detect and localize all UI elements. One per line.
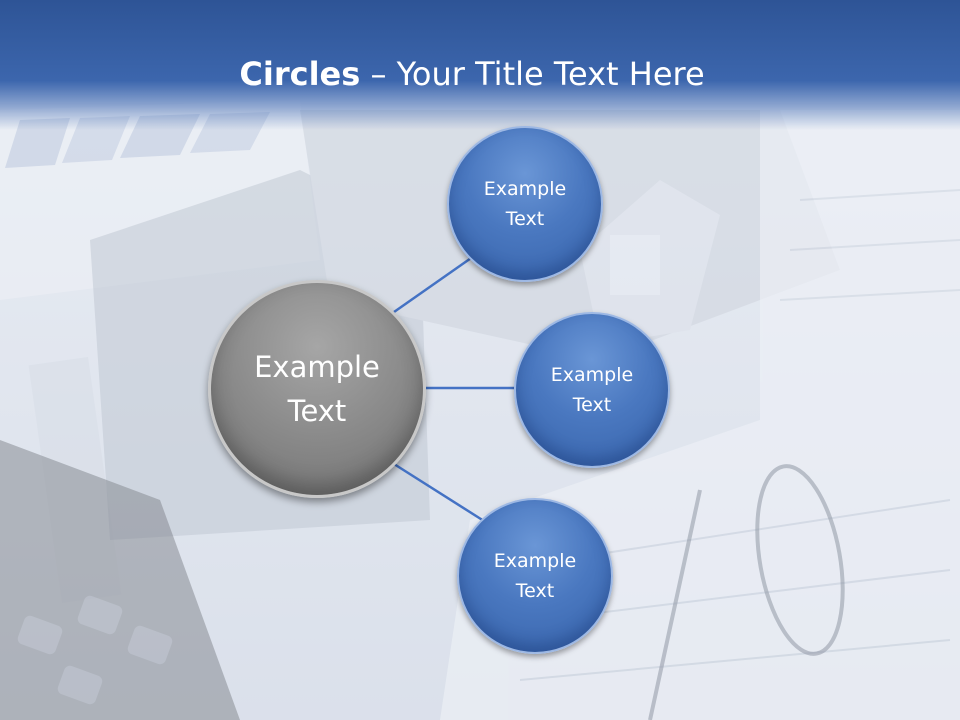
center-label-line2: Text: [287, 394, 347, 428]
node-circle-bottom[interactable]: Example Text: [457, 498, 613, 654]
node-label-line2: Text: [515, 580, 555, 602]
title-rest-part: – Your Title Text Here: [360, 55, 705, 93]
title-bar: [0, 0, 960, 130]
center-circle-text: Example Text: [254, 345, 380, 433]
connector-line-bottom: [393, 462, 485, 523]
node-circle-text: Example Text: [494, 546, 576, 606]
node-circle-top[interactable]: Example Text: [447, 126, 603, 282]
node-circle-middle[interactable]: Example Text: [514, 312, 670, 468]
node-label-line1: Example: [493, 550, 577, 572]
node-label-line2: Text: [505, 208, 545, 230]
title-bold-part: Circles: [239, 55, 361, 93]
node-label-line2: Text: [572, 394, 612, 416]
center-circle[interactable]: Example Text: [208, 280, 426, 498]
node-circle-text: Example Text: [551, 360, 633, 420]
slide-title: Circles – Your Title Text Here: [0, 52, 944, 96]
node-label-line1: Example: [550, 364, 634, 386]
node-label-line1: Example: [483, 178, 567, 200]
glasses-shape: [648, 464, 845, 720]
node-circle-text: Example Text: [484, 174, 566, 234]
center-label-line1: Example: [254, 350, 380, 384]
calculator-shape: [0, 440, 240, 720]
connector-line-top: [393, 254, 475, 314]
